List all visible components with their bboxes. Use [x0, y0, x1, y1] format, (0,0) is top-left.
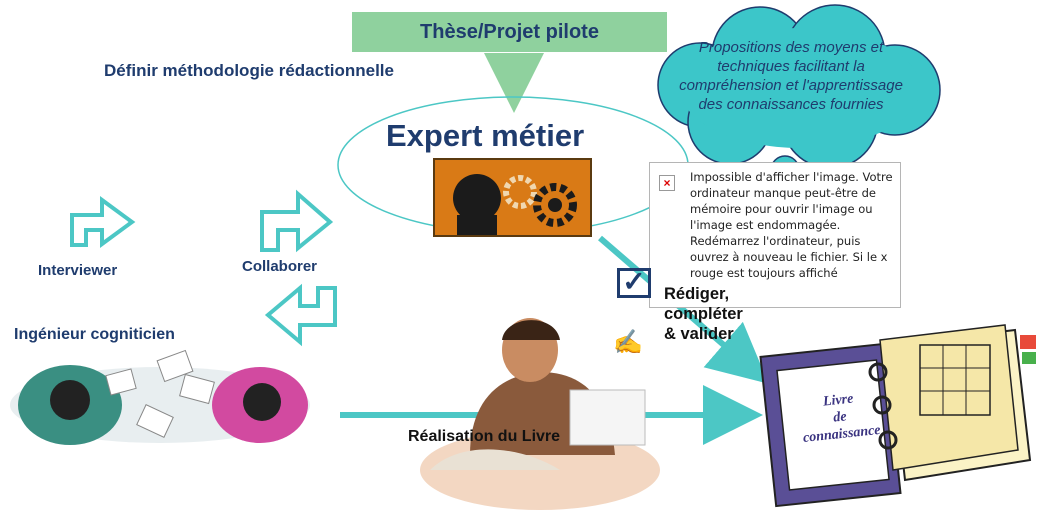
thesis-pilot-box: Thèse/Projet pilote — [352, 12, 667, 52]
methodology-label: Définir méthodologie rédactionnelle — [104, 61, 394, 80]
broken-image-placeholder: × Impossible d'afficher l'image. Votre o… — [649, 162, 901, 308]
writer-illustration — [420, 318, 660, 510]
engineer-meeting-illustration — [10, 349, 310, 445]
engineer-label: Ingénieur cogniticien — [14, 326, 175, 343]
pen-writing-icon: ✍ — [613, 329, 643, 356]
interviewer-label: Interviewer — [38, 262, 118, 279]
checkbox-check-icon: ✓ — [617, 268, 651, 298]
realisation-label: Réalisation du Livre — [408, 428, 561, 445]
book-illustration — [759, 324, 1036, 508]
collaborer-down-chevron-icon — [264, 283, 337, 347]
collaborer-label: Collaborer — [242, 258, 318, 275]
interviewer-chevron-icon — [70, 196, 136, 248]
collaborer-up-chevron-icon — [260, 189, 334, 253]
write-complete-validate-label: Rédiger, compléter & valider — [664, 285, 743, 343]
broken-image-icon: × — [659, 175, 675, 191]
expert-gears-image — [433, 158, 592, 237]
expert-title: Expert métier — [386, 118, 585, 153]
gears-icon — [453, 174, 577, 235]
cloud-text: Propositions des moyens et techniques fa… — [679, 39, 903, 113]
book-cover-text: Livre de connaissance — [793, 387, 888, 447]
broken-image-message: Impossible d'afficher l'image. Votre ord… — [690, 170, 893, 280]
